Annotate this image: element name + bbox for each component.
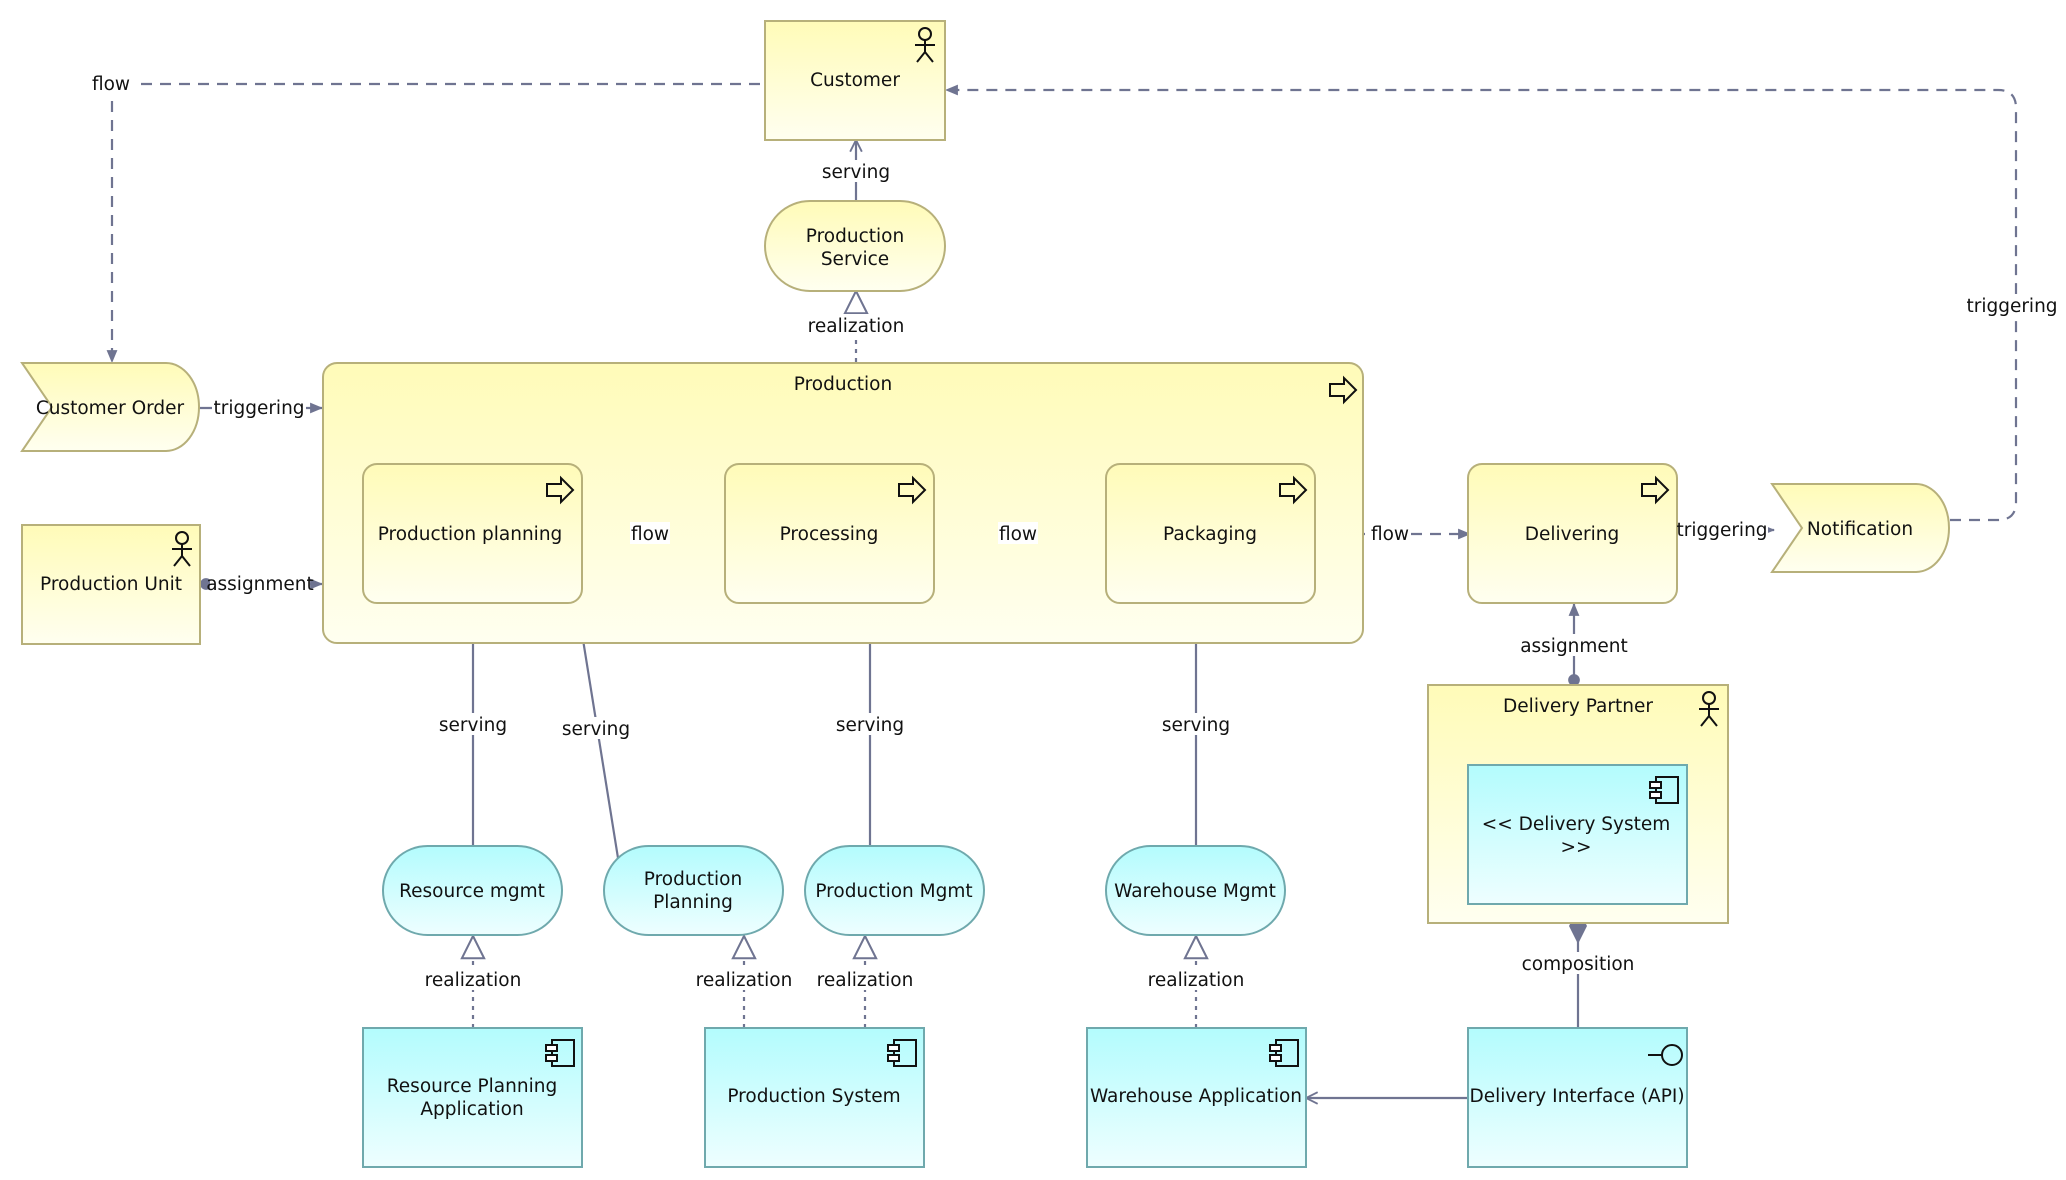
actor-icon xyxy=(915,27,935,63)
label-assignment-partner-delivering: assignment xyxy=(1520,636,1628,657)
resource-planning-application[interactable]: Resource Planning Application xyxy=(362,1027,583,1168)
label-triggering-notification-customer: triggering xyxy=(1966,296,2057,317)
warehouse-application-component[interactable]: Warehouse Application xyxy=(1086,1027,1307,1168)
label-serving-prodplanning-planning: serving xyxy=(562,719,630,740)
customer-order-label: Customer Order xyxy=(36,398,185,419)
notification-event[interactable]: Notification xyxy=(1770,483,1950,573)
process-arrow-icon xyxy=(546,475,575,505)
label-realization-prodplanning: realization xyxy=(696,970,793,991)
process-arrow-icon xyxy=(898,475,927,505)
production-unit-label: Production Unit xyxy=(40,574,182,595)
production-planning-service[interactable]: Production Planning xyxy=(603,845,784,936)
notification-label: Notification xyxy=(1807,519,1913,540)
component-icon xyxy=(1649,776,1679,804)
label-flow-planning-processing: flow xyxy=(631,524,669,545)
production-mgmt-label: Production Mgmt xyxy=(815,881,972,902)
processing-label: Processing xyxy=(780,524,879,545)
delivery-interface-api[interactable]: Delivery Interface (API) xyxy=(1467,1027,1688,1168)
interface-icon xyxy=(1648,1044,1683,1066)
warehouse-application-label: Warehouse Application xyxy=(1090,1086,1302,1107)
label-realization-warehouse: realization xyxy=(1148,970,1245,991)
delivery-partner-label: Delivery Partner xyxy=(1503,696,1653,717)
label-flow-processing-packaging: flow xyxy=(999,524,1037,545)
resource-planning-app-line2: Application xyxy=(420,1099,523,1120)
component-icon xyxy=(1269,1039,1299,1067)
production-planning-service-line1: Production xyxy=(644,869,742,890)
flow-customer-to-order[interactable] xyxy=(106,82,760,364)
process-arrow-icon xyxy=(1329,375,1358,405)
label-triggering-order-production: triggering xyxy=(213,398,304,419)
delivery-interface-label: Delivery Interface (API) xyxy=(1469,1086,1684,1107)
label-triggering-delivering-notification: triggering xyxy=(1676,520,1767,541)
resource-mgmt-service[interactable]: Resource mgmt xyxy=(382,845,563,936)
production-service[interactable]: Production Service xyxy=(764,200,946,292)
warehouse-mgmt-label: Warehouse Mgmt xyxy=(1114,881,1276,902)
customer-order-event[interactable]: Customer Order xyxy=(20,362,200,452)
production-system-label: Production System xyxy=(727,1086,900,1107)
packaging-process[interactable]: Packaging xyxy=(1105,463,1316,604)
resource-planning-app-line1: Resource Planning xyxy=(387,1076,557,1097)
label-serving-service-customer: serving xyxy=(822,162,890,183)
customer-label: Customer xyxy=(810,70,900,91)
packaging-label: Packaging xyxy=(1163,524,1257,545)
label-realization-production-service: realization xyxy=(808,316,905,337)
label-serving-prodmgmt-processing: serving xyxy=(836,715,904,736)
relation-labels: flow serving realization triggering assi… xyxy=(88,72,2062,991)
delivery-system-label-line1: << Delivery System xyxy=(1482,814,1671,835)
production-label: Production xyxy=(794,374,892,395)
label-assignment-unit-production: assignment xyxy=(206,574,314,595)
delivery-system-label-line2: >> xyxy=(1560,837,1591,858)
process-arrow-icon xyxy=(1279,475,1308,505)
component-icon xyxy=(887,1039,917,1067)
label-serving-resource-planning: serving xyxy=(439,715,507,736)
production-planning-process[interactable]: Production planning xyxy=(362,463,583,604)
production-planning-service-line2: Planning xyxy=(653,892,733,913)
processing-process[interactable]: Processing xyxy=(724,463,935,604)
delivery-system-component[interactable]: << Delivery System >> xyxy=(1467,764,1688,905)
production-system-component[interactable]: Production System xyxy=(704,1027,925,1168)
component-icon xyxy=(545,1039,575,1067)
label-realization-prodmgmt: realization xyxy=(817,970,914,991)
label-flow-customer-order: flow xyxy=(92,74,130,95)
production-unit-actor[interactable]: Production Unit xyxy=(21,524,201,645)
production-planning-label: Production planning xyxy=(378,524,563,545)
delivering-label: Delivering xyxy=(1525,524,1619,545)
process-arrow-icon xyxy=(1641,475,1670,505)
production-mgmt-service[interactable]: Production Mgmt xyxy=(804,845,985,936)
actor-icon xyxy=(1699,691,1719,727)
label-composition-partner-interface: composition xyxy=(1522,954,1635,975)
resource-mgmt-label: Resource mgmt xyxy=(399,881,545,902)
delivering-process[interactable]: Delivering xyxy=(1467,463,1678,604)
actor-icon xyxy=(172,531,192,567)
warehouse-mgmt-service[interactable]: Warehouse Mgmt xyxy=(1105,845,1286,936)
customer-actor[interactable]: Customer xyxy=(764,20,946,141)
production-service-label-line2: Service xyxy=(821,249,889,270)
production-service-label-line1: Production xyxy=(806,226,904,247)
label-realization-resource: realization xyxy=(425,970,522,991)
label-serving-warehouse-packaging: serving xyxy=(1162,715,1230,736)
label-flow-packaging-delivering: flow xyxy=(1371,524,1409,545)
